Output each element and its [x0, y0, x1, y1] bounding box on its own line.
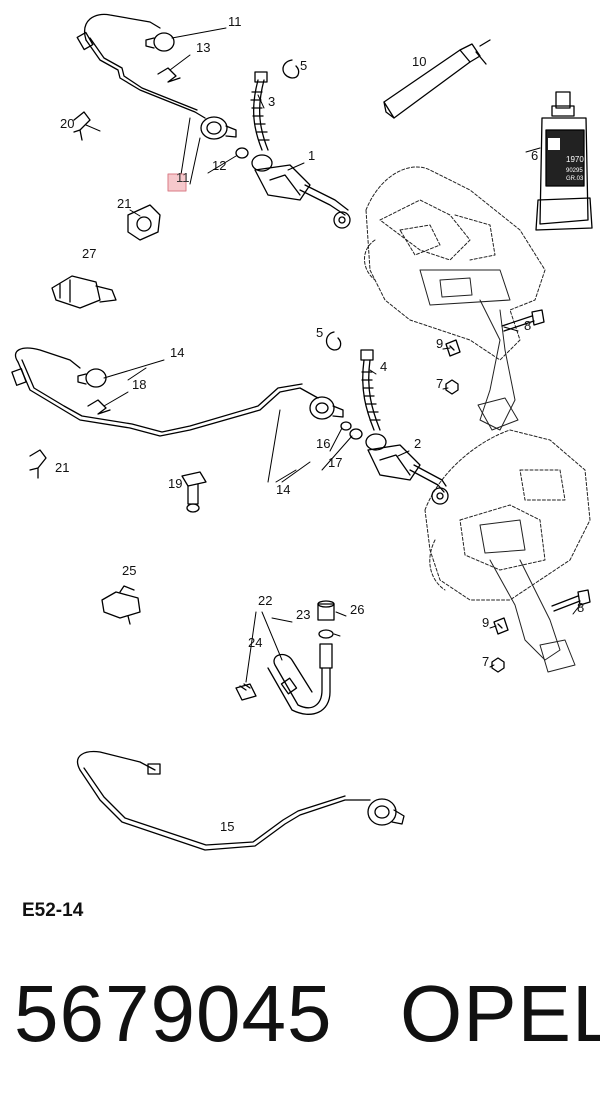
part-number: 5679045 [14, 969, 333, 1058]
clutch-pipe-15 [76, 750, 371, 851]
clip-9-top [445, 339, 461, 357]
pipe-22 [267, 643, 333, 715]
bolt-8-lower [551, 589, 591, 612]
callout-4: 4 [380, 359, 387, 374]
callout-21: 21 [55, 460, 69, 475]
bleed-screw-24 [235, 683, 257, 701]
grease-tube-6: 1970 90295 GR.03 [535, 91, 593, 231]
brand-name: OPEL [400, 969, 600, 1058]
o-ring-16 [340, 421, 352, 431]
adapter-27 [51, 275, 117, 309]
callout-19: 19 [168, 476, 182, 491]
pin-19 [181, 471, 207, 513]
pedal-box-upper [364, 166, 546, 431]
callout-21: 21 [117, 196, 131, 211]
nut-7-top [445, 379, 459, 395]
bracket-21-top [127, 204, 161, 241]
callout-17: 17 [328, 455, 342, 470]
sensor-14-right [309, 396, 344, 420]
callout-26: 26 [350, 602, 364, 617]
cartridge-10 [383, 39, 491, 119]
callout-15: 15 [220, 819, 234, 834]
hose-4 [360, 349, 381, 431]
circlip-5-top [282, 59, 300, 79]
clip-21-middle [29, 449, 47, 479]
callout-18: 18 [132, 377, 146, 392]
callout-8: 8 [577, 600, 584, 615]
union-26 [317, 600, 335, 621]
sensor-15 [367, 798, 405, 826]
callout-14: 14 [276, 482, 290, 497]
callout-9: 9 [482, 615, 489, 630]
exploded-view-drawing: 1970 90295 GR.03 [11, 13, 593, 851]
callout-12: 12 [212, 158, 226, 173]
callout-3: 3 [268, 94, 275, 109]
seal-23 [318, 629, 334, 639]
sensor-14-left [77, 368, 107, 388]
o-ring-12 [235, 147, 249, 159]
callout-20: 20 [60, 116, 74, 131]
callout-27: 27 [82, 246, 96, 261]
callout-13: 13 [196, 40, 210, 55]
callout-14: 14 [170, 345, 184, 360]
clip-9-lower [493, 617, 509, 635]
callout-7: 7 [482, 654, 489, 669]
callout-6: 6 [531, 148, 538, 163]
connector-25 [101, 585, 141, 625]
clip-20 [73, 111, 91, 141]
circlip-5-middle [325, 331, 342, 351]
clip-18 [87, 399, 111, 415]
callout-23: 23 [296, 607, 310, 622]
svg-text:1970: 1970 [566, 155, 584, 164]
callout-5: 5 [300, 58, 307, 73]
callout-16: 16 [316, 436, 330, 451]
callout-25: 25 [122, 563, 136, 578]
hose-3 [250, 71, 270, 151]
o-ring-17 [349, 428, 363, 440]
callout-10: 10 [412, 54, 426, 69]
callout-9: 9 [436, 336, 443, 351]
callout-11: 11 [176, 170, 190, 185]
pedal-box-lower [424, 429, 591, 673]
callout-24: 24 [248, 635, 262, 650]
bolt-8-top [501, 309, 545, 332]
callout-5: 5 [316, 325, 323, 340]
callout-2: 2 [414, 436, 421, 451]
clutch-pipe-14 [11, 347, 319, 437]
sensor-11-top [145, 32, 175, 52]
highlight-box-11 [167, 173, 187, 192]
callout-22: 22 [258, 593, 272, 608]
master-cylinder-2 [365, 433, 449, 505]
clutch-pipe-upper [76, 13, 206, 119]
callout-1: 1 [308, 148, 315, 163]
clip-13 [157, 67, 181, 83]
svg-text:90295: 90295 [566, 168, 583, 174]
callout-11: 11 [228, 14, 242, 29]
leader-lines [85, 27, 581, 683]
svg-text:GR.03: GR.03 [566, 176, 584, 182]
callout-8: 8 [524, 318, 531, 333]
diagram-code: E52-14 [22, 900, 84, 921]
nut-7-lower [491, 657, 505, 673]
callout-7: 7 [436, 376, 443, 391]
sensor-11-master [200, 116, 237, 140]
master-cylinder-1 [251, 154, 351, 229]
